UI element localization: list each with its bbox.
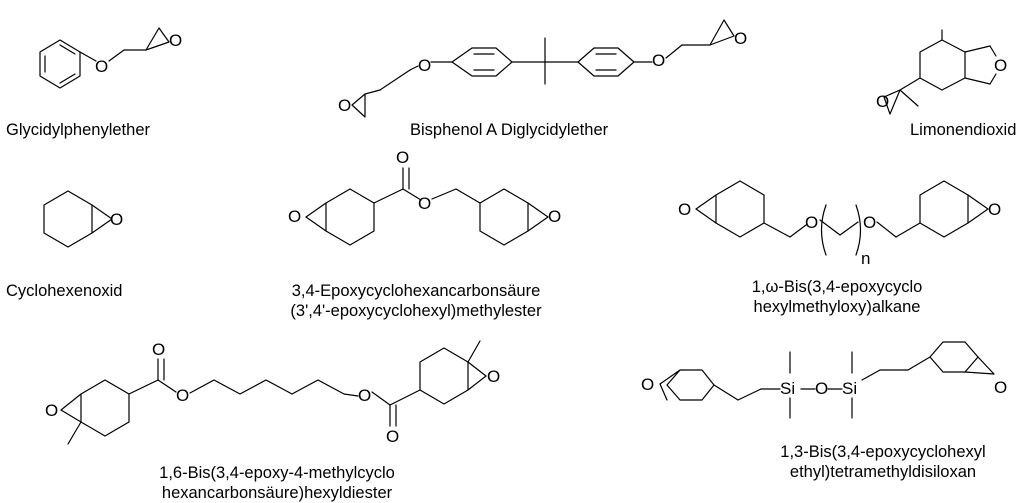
atom-o-epoxide-right: O [994, 378, 1007, 397]
repeat-index-n: n [861, 249, 870, 268]
atom-o-ether-right: O [652, 51, 665, 70]
atom-o-epoxide-left: O [45, 401, 58, 420]
atom-o-epoxide-left: O [288, 207, 301, 226]
caption-hexyldiester-line2: hexancarbonsäure)hexyldiester [161, 484, 393, 502]
caption-hexyldiester-line1: 1,6-Bis(3,4-epoxy-4-methylcyclo [159, 464, 395, 482]
bis-epoxycyclohexylmethyloxy-alkane-structure: O O n O O [678, 180, 1001, 268]
caption-tetramethyldisiloxan-line1: 1,3-Bis(3,4-epoxycyclohexyl [780, 443, 986, 461]
atom-si-right: Si [842, 379, 857, 398]
caption-glycidylphenylether: Glycidylphenylether [6, 121, 150, 139]
atom-o-epoxide-left: O [678, 200, 691, 219]
atom-o-epoxide-right: O [487, 367, 500, 386]
atom-o-epoxide-left: O [338, 96, 351, 115]
atom-o-carbonyl-left: O [152, 340, 165, 359]
atom-o-ester-right: O [358, 386, 371, 405]
caption-cyclohexenoxid: Cyclohexenoxid [6, 282, 123, 300]
caption-bisphenol-a-diglycidylether: Bisphenol A Diglycidylether [410, 121, 609, 139]
atom-o-carbonyl: O [396, 148, 409, 167]
atom-o-carbonyl-right: O [386, 427, 399, 446]
atom-o-ether-left: O [805, 213, 818, 232]
hexyldiester-structure: O O O O O O [45, 340, 500, 446]
bisphenol-a-diglycidylether-structure: O O O O [338, 19, 747, 118]
atom-o-epoxide-right: O [988, 200, 1001, 219]
atom-si-left: Si [780, 379, 795, 398]
atom-o-side-epoxide: O [876, 92, 889, 111]
glycidylphenylether-structure: O O [39, 27, 182, 89]
atom-o-ether-right: O [863, 213, 876, 232]
atom-o-ether-left: O [418, 56, 431, 75]
atom-o-epoxide-right: O [734, 29, 747, 48]
atom-o-epoxide-right: O [548, 207, 561, 226]
tetramethyldisiloxan-structure: O Si O Si O [641, 341, 1007, 419]
epoxycyclohexylmethyl-ester-structure: O O O O [288, 148, 561, 246]
atom-o-epoxide: O [169, 31, 182, 50]
atom-o-epoxide: O [110, 210, 123, 229]
caption-limonendioxid: Limonendioxid [910, 121, 1017, 139]
atom-o-ester: O [418, 194, 431, 213]
atom-o-siloxane: O [815, 379, 828, 398]
atom-o-epoxide-left: O [641, 375, 654, 394]
atom-o-ether: O [95, 57, 108, 76]
atom-o-ring-epoxide: O [994, 56, 1007, 75]
cyclohexenoxid-structure: O [43, 190, 123, 248]
caption-tetramethyldisiloxan-line2: ethyl)tetramethyldisiloxan [789, 463, 977, 481]
atom-o-ester-left: O [176, 386, 189, 405]
limonendioxid-structure: O O [876, 29, 1007, 115]
caption-bis-epoxycyclo-alkane-line2: hexylmethyloxy)alkane [753, 298, 921, 316]
caption-epoxycyclohexancarbonsaeure-line2: (3',4'-epoxycyclohexyl)methylester [290, 302, 542, 320]
caption-epoxycyclohexancarbonsaeure-line1: 3,4-Epoxycyclohexancarbonsäure [291, 282, 541, 300]
caption-bis-epoxycyclo-alkane-line1: 1,ω-Bis(3,4-epoxycyclo [751, 278, 923, 296]
